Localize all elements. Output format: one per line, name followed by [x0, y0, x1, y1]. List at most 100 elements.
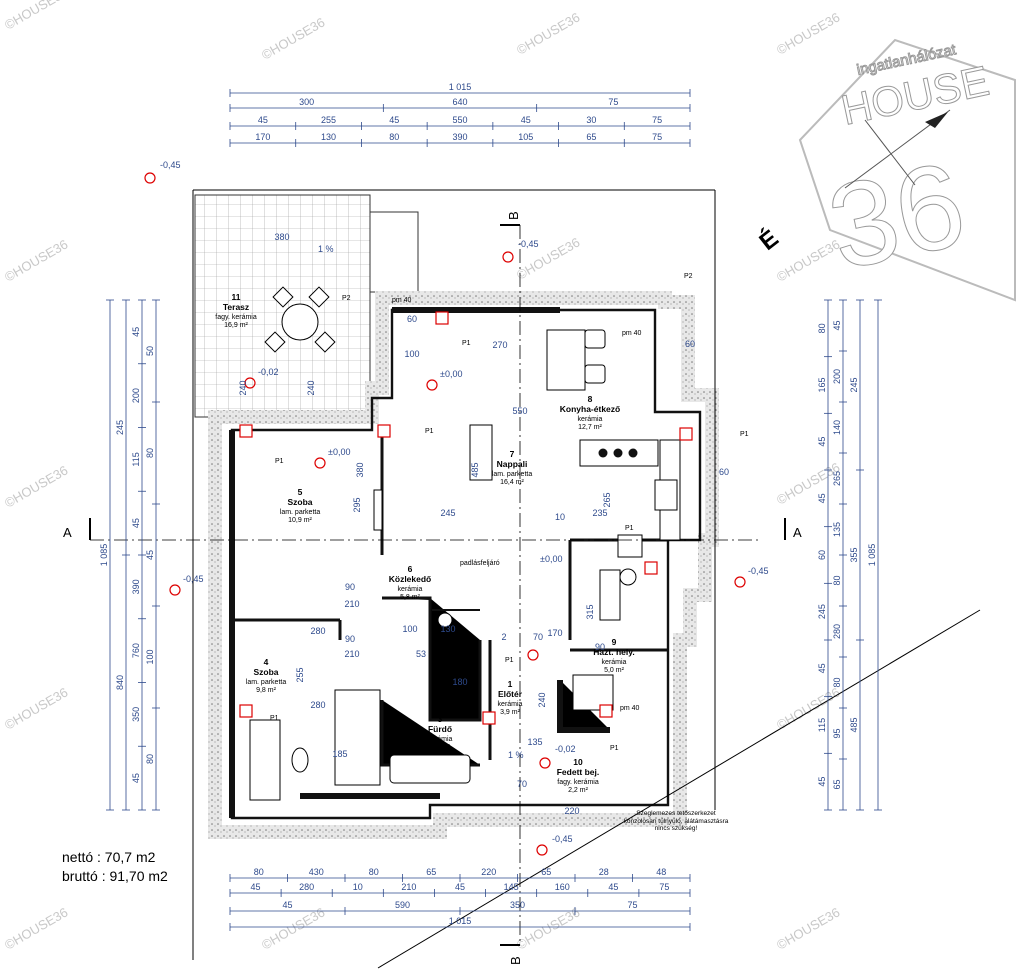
watermark-text: ©HOUSE36: [2, 904, 70, 952]
inner-dimension-value: 90: [345, 582, 355, 592]
inner-dimension-value: 220: [564, 806, 579, 816]
room-name: Előtér: [498, 689, 523, 699]
section-lines: A A B B: [63, 211, 802, 965]
dimension-value: 165: [817, 377, 827, 392]
room-floor: fagy. kerámia: [557, 779, 599, 786]
dimension-value: 145: [504, 882, 519, 892]
section-b-top: B: [506, 211, 521, 220]
dimension-value: 245: [115, 420, 125, 435]
dimension-value: 760: [131, 643, 141, 658]
room-number: 1: [508, 679, 513, 689]
dimension-value: 1 085: [867, 544, 877, 567]
inner-dimension-value: 235: [592, 508, 607, 518]
inner-dimension-value: 100: [402, 624, 417, 634]
dimension-value: 80: [145, 754, 155, 764]
dimension-value: 245: [849, 377, 859, 392]
dimension-value: 485: [849, 717, 859, 732]
dimension-value: 30: [586, 115, 596, 125]
house36-logo: ingatlanhálózat HOUSE 36: [798, 38, 1016, 302]
dimension-value: 45: [131, 327, 141, 337]
room-floor: kerámia: [428, 736, 453, 743]
slope-label: 1 %: [508, 750, 524, 760]
dimension-value: 45: [817, 777, 827, 787]
dimension-value: 390: [131, 579, 141, 594]
dimension-value: 50: [145, 346, 155, 356]
room-floor: fagy. kerámia: [215, 314, 257, 321]
p1-label: P1: [275, 458, 284, 465]
room-number: 8: [588, 394, 593, 404]
dimension-value: 45: [145, 550, 155, 560]
kitchen-furniture: [546, 329, 681, 558]
watermark-text: ©HOUSE36: [774, 9, 842, 57]
room-area: 5,8 m²: [400, 594, 421, 601]
dimension-value: 80: [832, 677, 842, 687]
section-a-left: A: [63, 525, 72, 540]
dimension-value: 45: [817, 437, 827, 447]
inner-dimension-value: 53: [416, 649, 426, 659]
room-number: 3: [438, 714, 443, 724]
dimension-value: 45: [282, 900, 292, 910]
room-name: Terasz: [223, 302, 249, 312]
area-totals: nettó : 70,7 m2 bruttó : 91,70 m2: [62, 848, 168, 886]
dimension-value: 80: [389, 132, 399, 142]
section-b-bottom: B: [508, 956, 523, 965]
north-label: É: [754, 224, 784, 256]
room-floor: lam. parketta: [492, 471, 533, 478]
p1-label: P1: [625, 525, 634, 532]
dimension-value: 75: [652, 115, 662, 125]
room-number: 10: [573, 757, 583, 767]
dimension-value: 355: [849, 547, 859, 562]
dimension-value: 350: [131, 707, 141, 722]
level-entry: -0,02: [555, 744, 576, 754]
inner-dimension-value: 380: [274, 232, 289, 242]
dimension-value: 45: [521, 115, 531, 125]
room-floor: kerámia: [444, 660, 469, 667]
dimension-value: 255: [321, 115, 336, 125]
dimension-value: 430: [309, 867, 324, 877]
inner-dimension-value: 280: [310, 700, 325, 710]
plot-boundary: [192, 189, 981, 969]
level-outside: -0,45: [748, 566, 769, 576]
room-area: 16,4 m²: [500, 479, 524, 486]
dimension-value: 60: [817, 550, 827, 560]
p1-label: P1: [740, 431, 749, 438]
room-name: Szoba: [253, 667, 278, 677]
room-name: Konyha-étkező: [560, 404, 620, 414]
roof-note: Szeglemezes tetőszerkezet konzolosan túl…: [624, 810, 729, 832]
dimension-value: 1 085: [99, 544, 109, 567]
room-area: 2,2 m²: [568, 787, 589, 794]
room-area: 9,8 m²: [256, 687, 277, 694]
dimension-value: 75: [659, 882, 669, 892]
dimension-value: 130: [321, 132, 336, 142]
bathroom-fixtures: [249, 568, 637, 801]
p1-label: P1: [610, 745, 619, 752]
inner-dimension-value: 270: [492, 340, 507, 350]
room-floor: lam. parketta: [280, 509, 321, 516]
dimension-value: 65: [541, 867, 551, 877]
dimension-value: 45: [389, 115, 399, 125]
watermark-text: ©HOUSE36: [514, 9, 582, 57]
dimension-value: 265: [832, 471, 842, 486]
room-floor: kerámia: [602, 659, 627, 666]
watermark-text: ©HOUSE36: [2, 0, 70, 33]
living-furniture: [373, 424, 493, 531]
inner-dimension-value: 265: [602, 492, 612, 507]
watermark-text: ©HOUSE36: [2, 462, 70, 510]
p1-label: P1: [425, 428, 434, 435]
watermark-text: ©HOUSE36: [2, 684, 70, 732]
inner-dimension-value: 180: [452, 677, 467, 687]
inner-dimension-value: 380: [355, 462, 365, 477]
room-name: Fürdő: [428, 724, 452, 734]
watermark-text: ©HOUSE36: [514, 904, 582, 952]
level-outside: -0,45: [552, 834, 573, 844]
inner-dimension-value: 130: [440, 624, 455, 634]
inner-dimension-value: 315: [585, 604, 595, 619]
inner-dimension-value: 210: [344, 649, 359, 659]
level-ground: ±0,00: [540, 554, 562, 564]
dimension-value: 1 015: [449, 82, 472, 92]
level-outside: -0,45: [518, 239, 539, 249]
room-floor: kerámia: [398, 586, 423, 593]
inner-dimension-value: 185: [332, 749, 347, 759]
p2-label: P2: [684, 273, 693, 280]
room-floor: kerámia: [578, 416, 603, 423]
